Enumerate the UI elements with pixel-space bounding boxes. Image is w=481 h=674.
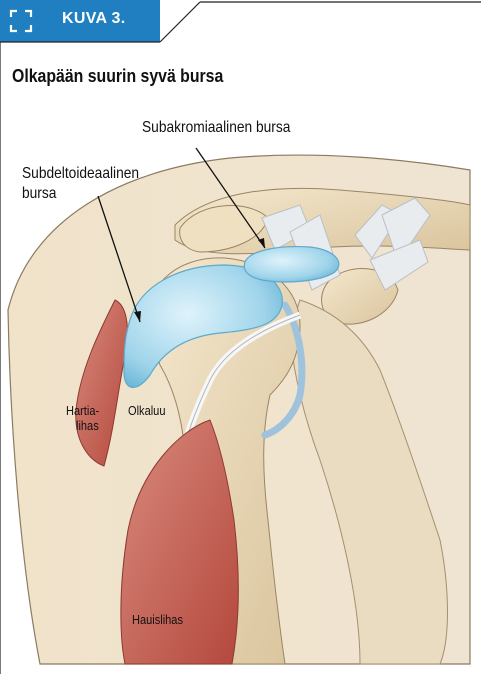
- label-subdeltoid-bursa-line1: Subdeltoideaalinen: [22, 164, 139, 183]
- label-subacromial-bursa: Subakromiaalinen bursa: [142, 118, 290, 137]
- subacromial-bursa: [244, 247, 339, 282]
- label-deltoid-line2: lihas: [76, 418, 99, 433]
- label-biceps: Hauislihas: [132, 612, 183, 627]
- label-humerus: Olkaluu: [128, 403, 165, 418]
- label-deltoid-line1: Hartia-: [66, 403, 99, 418]
- label-subdeltoid-bursa-line2: bursa: [22, 184, 56, 203]
